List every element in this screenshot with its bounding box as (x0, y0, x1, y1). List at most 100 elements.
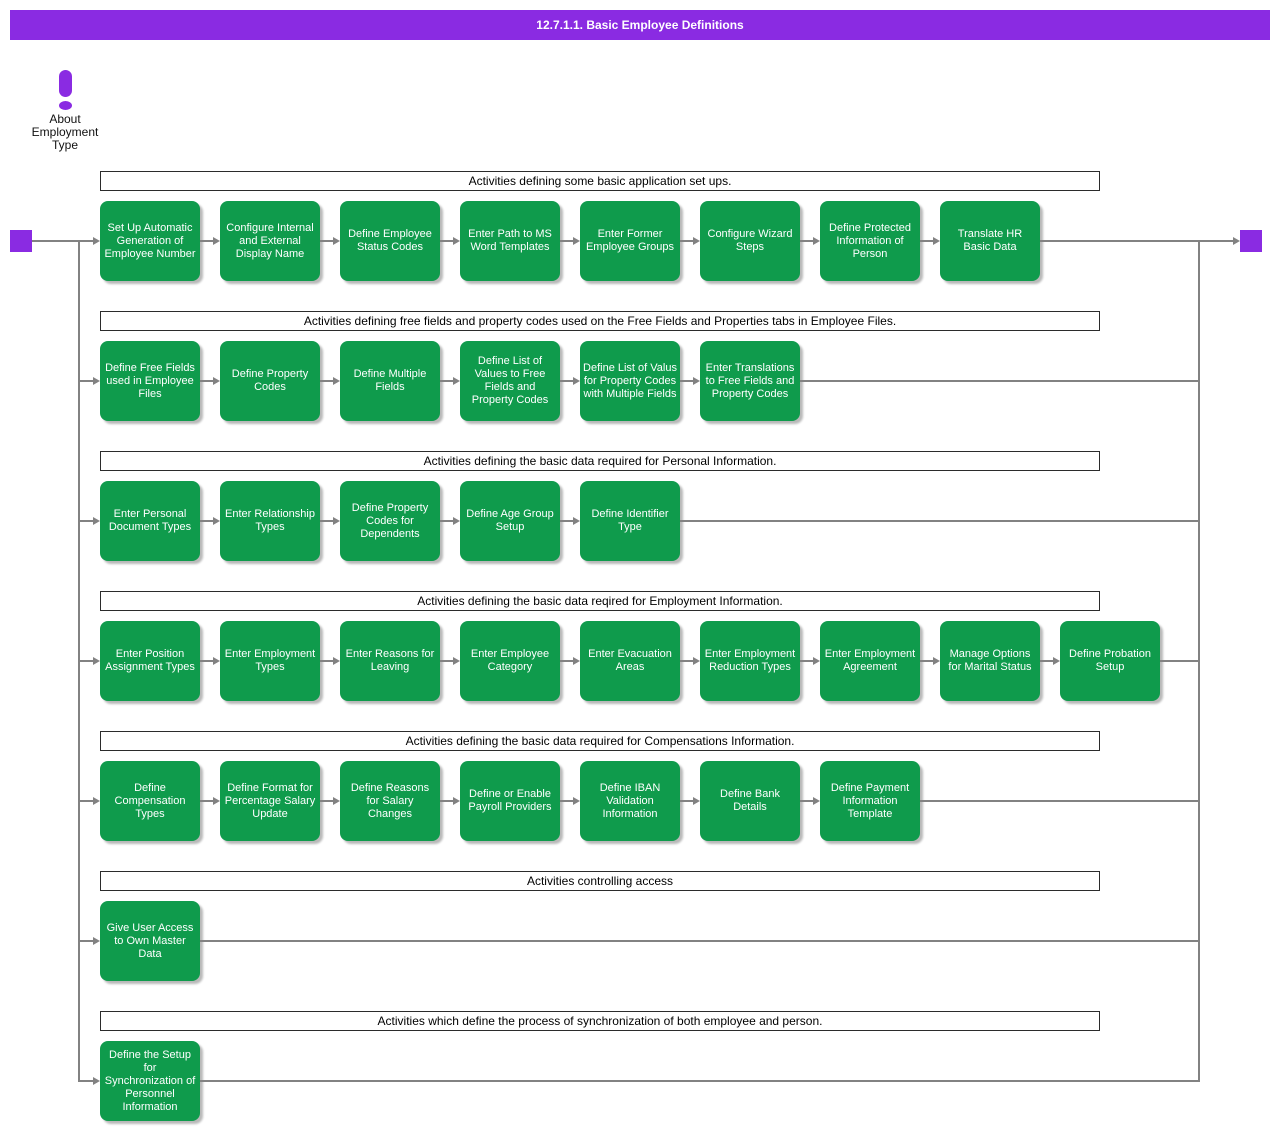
activity-box[interactable]: Define Free Fields used in Employee File… (100, 341, 200, 421)
activity-box[interactable]: Enter Reasons for Leaving (340, 621, 440, 701)
activity-box[interactable]: Enter Former Employee Groups (580, 201, 680, 281)
connector-line (800, 240, 813, 242)
connector-line (560, 520, 573, 522)
exclamation-icon[interactable] (59, 70, 72, 97)
activity-box[interactable]: Define Reasons for Salary Changes (340, 761, 440, 841)
activity-box[interactable]: Define Employee Status Codes (340, 201, 440, 281)
connector-line (920, 660, 933, 662)
right-trunk-line (1198, 240, 1200, 1082)
end-node (1240, 230, 1262, 252)
arrowhead-icon (213, 517, 220, 525)
activity-box[interactable]: Define Identifier Type (580, 481, 680, 561)
arrowhead-icon (333, 517, 340, 525)
connector-line (1040, 660, 1053, 662)
activity-box[interactable]: Define Format for Percentage Salary Upda… (220, 761, 320, 841)
activity-box[interactable]: Define Protected Information of Person (820, 201, 920, 281)
connector-line (200, 380, 213, 382)
activity-box[interactable]: Define Compensation Types (100, 761, 200, 841)
arrowhead-icon (573, 797, 580, 805)
activity-box[interactable]: Define List of Values to Free Fields and… (460, 341, 560, 421)
exclamation-icon-dot[interactable] (59, 101, 72, 110)
activity-box[interactable]: Define Property Codes for Dependents (340, 481, 440, 561)
connector-line (680, 380, 693, 382)
arrowhead-icon (1053, 657, 1060, 665)
activity-box[interactable]: Define Probation Setup (1060, 621, 1160, 701)
arrowhead-icon (93, 1077, 100, 1085)
arrowhead-icon (213, 377, 220, 385)
activity-box[interactable]: Enter Employment Agreement (820, 621, 920, 701)
activity-box[interactable]: Enter Position Assignment Types (100, 621, 200, 701)
connector-line (320, 660, 333, 662)
arrowhead-icon (693, 657, 700, 665)
connector-line (920, 800, 1200, 802)
arrowhead-icon (213, 237, 220, 245)
connector-line (320, 380, 333, 382)
connector-line (200, 660, 213, 662)
activity-box[interactable]: Enter Path to MS Word Templates (460, 201, 560, 281)
connector-line (440, 800, 453, 802)
activity-box[interactable]: Enter Evacuation Areas (580, 621, 680, 701)
connector-line (32, 240, 93, 242)
connector-line (200, 240, 213, 242)
activity-box[interactable]: Define Payment Information Template (820, 761, 920, 841)
connector-line (320, 240, 333, 242)
arrowhead-icon (93, 657, 100, 665)
arrowhead-icon (453, 517, 460, 525)
activity-box[interactable]: Define Property Codes (220, 341, 320, 421)
connector-line (680, 660, 693, 662)
arrowhead-icon (213, 657, 220, 665)
connector-line (440, 520, 453, 522)
section-header: Activities defining free fields and prop… (100, 311, 1100, 331)
connector-line (78, 520, 93, 522)
activity-box[interactable]: Define Age Group Setup (460, 481, 560, 561)
arrowhead-icon (93, 517, 100, 525)
activity-box[interactable]: Define List of Valus for Property Codes … (580, 341, 680, 421)
connector-line (1198, 240, 1233, 242)
connector-line (560, 240, 573, 242)
connector-line (200, 1080, 1200, 1082)
section-header: Activities controlling access (100, 871, 1100, 891)
connector-line (560, 800, 573, 802)
connector-line (78, 660, 93, 662)
arrowhead-icon (693, 237, 700, 245)
arrowhead-icon (933, 237, 940, 245)
arrowhead-icon (333, 797, 340, 805)
activity-box[interactable]: Give User Access to Own Master Data (100, 901, 200, 981)
activity-box[interactable]: Translate HR Basic Data (940, 201, 1040, 281)
connector-line (680, 520, 1200, 522)
connector-line (78, 800, 93, 802)
activity-box[interactable]: Enter Relationship Types (220, 481, 320, 561)
activity-box[interactable]: Set Up Automatic Generation of Employee … (100, 201, 200, 281)
activity-box[interactable]: Enter Translations to Free Fields and Pr… (700, 341, 800, 421)
activity-box[interactable]: Define the Setup for Synchronization of … (100, 1041, 200, 1121)
section-header: Activities defining some basic applicati… (100, 171, 1100, 191)
section-header: Activities defining the basic data requi… (100, 451, 1100, 471)
connector-line (800, 380, 1200, 382)
activity-box[interactable]: Enter Personal Document Types (100, 481, 200, 561)
activity-box[interactable]: Enter Employment Types (220, 621, 320, 701)
activity-box[interactable]: Define IBAN Validation Information (580, 761, 680, 841)
connector-line (800, 660, 813, 662)
activity-box[interactable]: Define Multiple Fields (340, 341, 440, 421)
arrowhead-icon (333, 377, 340, 385)
activity-box[interactable]: Configure Wizard Steps (700, 201, 800, 281)
connector-line (920, 240, 933, 242)
arrowhead-icon (1233, 237, 1240, 245)
activity-box[interactable]: Configure Internal and External Display … (220, 201, 320, 281)
start-node (10, 230, 32, 252)
activity-box[interactable]: Define or Enable Payroll Providers (460, 761, 560, 841)
activity-box[interactable]: Define Bank Details (700, 761, 800, 841)
connector-line (440, 380, 453, 382)
arrowhead-icon (333, 657, 340, 665)
arrowhead-icon (93, 937, 100, 945)
activity-box[interactable]: Enter Employment Reduction Types (700, 621, 800, 701)
arrowhead-icon (93, 377, 100, 385)
activity-box[interactable]: Enter Employee Category (460, 621, 560, 701)
connector-line (1040, 240, 1200, 242)
connector-line (200, 520, 213, 522)
section-header: Activities defining the basic data reqir… (100, 591, 1100, 611)
about-employment-type-link[interactable]: About Employment Type (31, 112, 99, 152)
left-trunk-line (78, 240, 80, 1082)
activity-box[interactable]: Manage Options for Marital Status (940, 621, 1040, 701)
